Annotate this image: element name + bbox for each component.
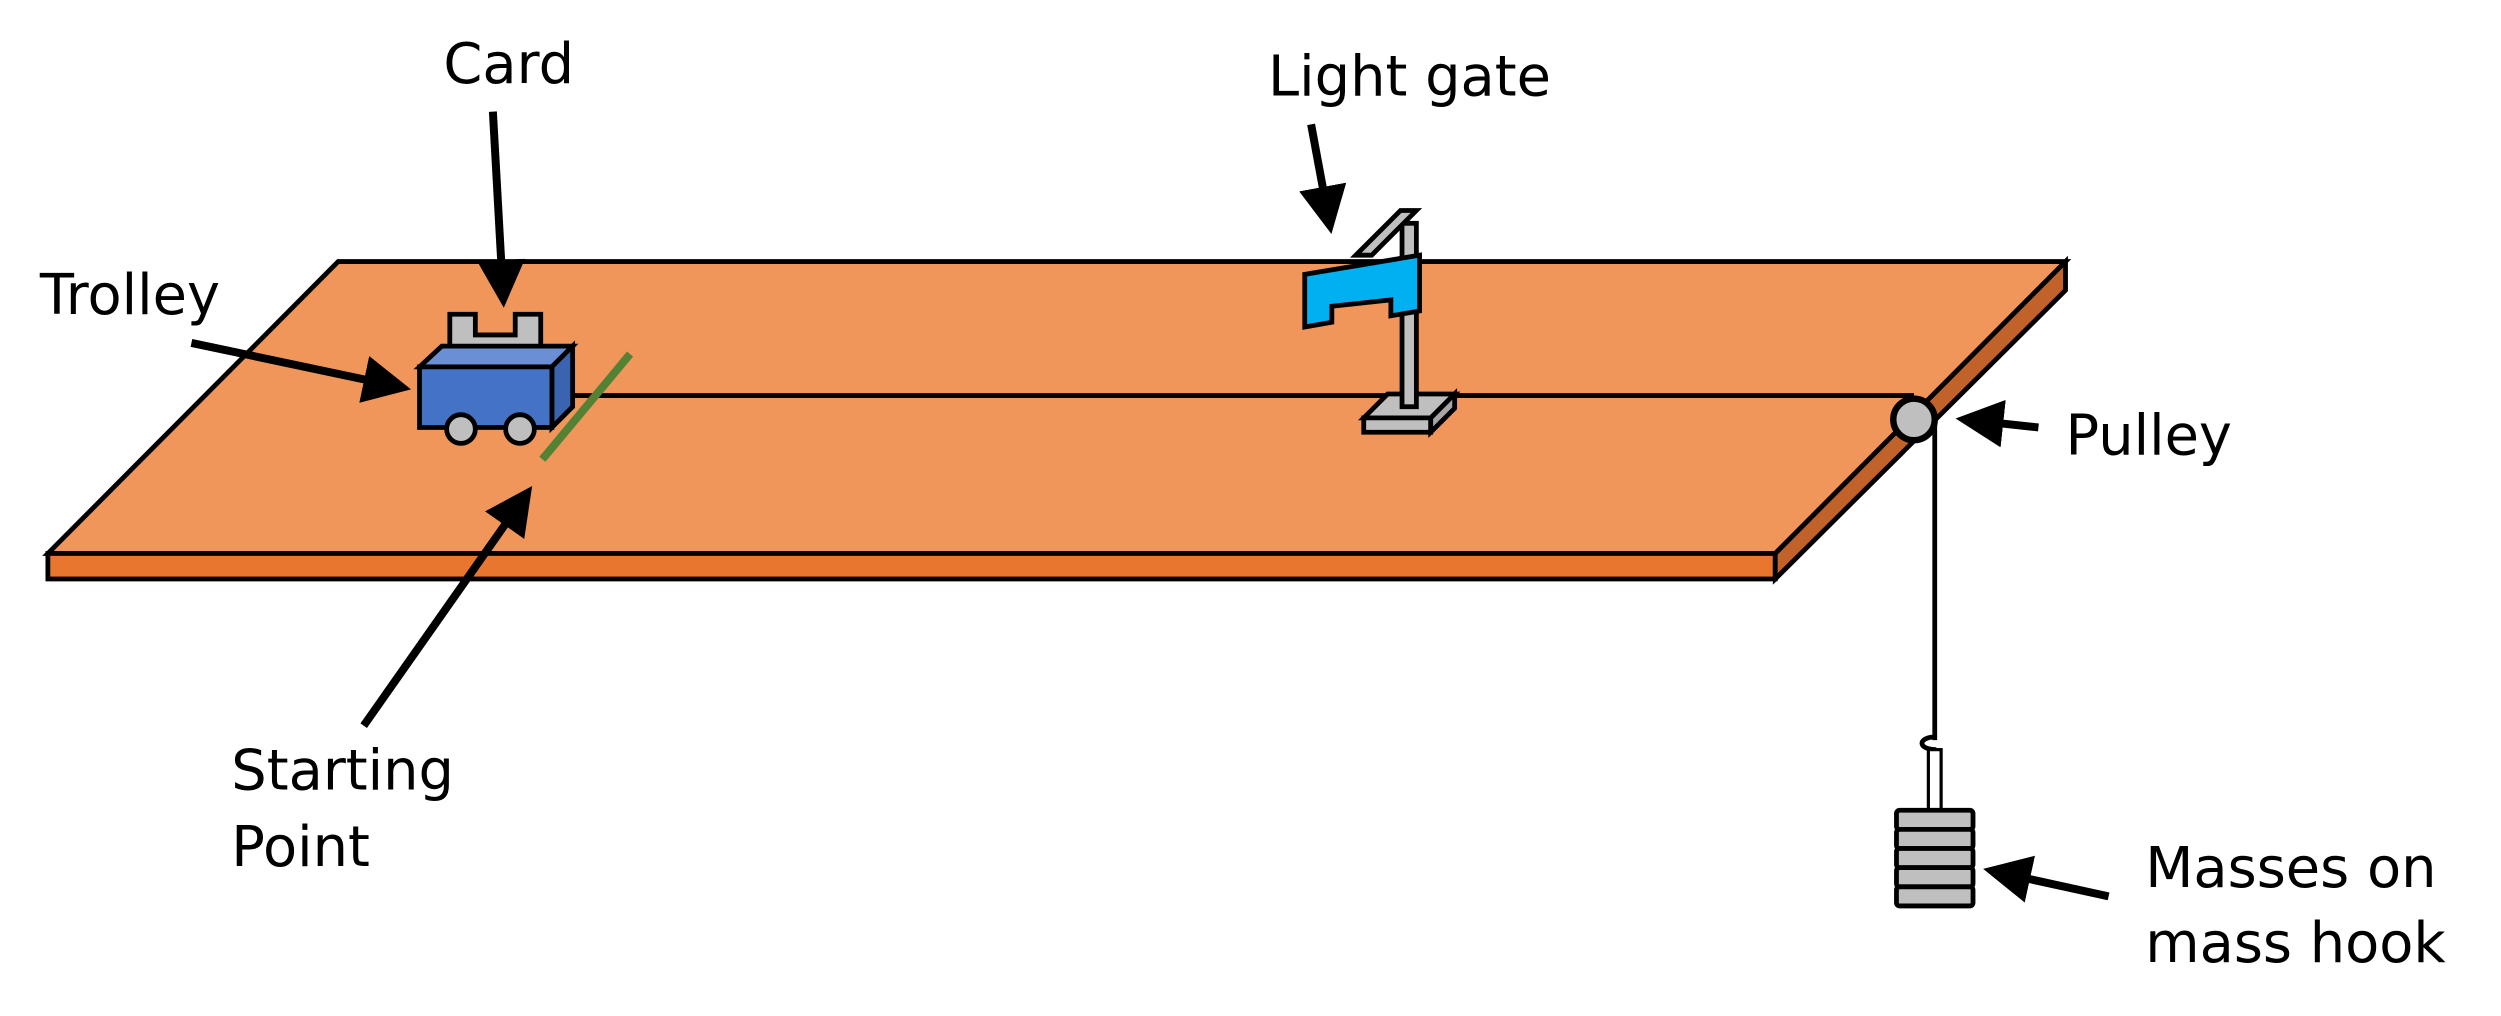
- mass-hook: [1919, 734, 1943, 812]
- light-gate-label: Light gate: [1268, 45, 1551, 110]
- starting-point-label-line2: Point: [231, 815, 370, 880]
- masses-label-line1: Masses on: [2145, 836, 2436, 901]
- light-gate-flag: [1302, 252, 1422, 330]
- slotted-masses: [1894, 807, 1976, 909]
- table-front-edge: [45, 551, 1778, 582]
- pulley: [1890, 395, 1938, 444]
- light-gate-arrow: [1299, 123, 1347, 235]
- trolley-arrow: [190, 339, 412, 403]
- light-gate: [1302, 208, 1461, 439]
- starting-point-arrow: [360, 486, 533, 729]
- table-top: [42, 259, 2072, 556]
- runway-table: [42, 255, 2072, 585]
- pulley-label: Pulley: [2066, 404, 2232, 469]
- card-arrow: [477, 111, 526, 308]
- pulley-arrow: [1955, 399, 2039, 448]
- wheel: [503, 412, 537, 446]
- trolley-label: Trolley: [39, 263, 220, 328]
- starting-point-label-line1: Starting: [231, 739, 454, 804]
- masses-label-line2: mass hook: [2145, 911, 2446, 976]
- trolley: [413, 311, 579, 446]
- card-label: Card: [443, 32, 574, 97]
- masses-arrow: [1983, 855, 2110, 903]
- wheel: [444, 412, 478, 446]
- starting-line: [539, 351, 634, 462]
